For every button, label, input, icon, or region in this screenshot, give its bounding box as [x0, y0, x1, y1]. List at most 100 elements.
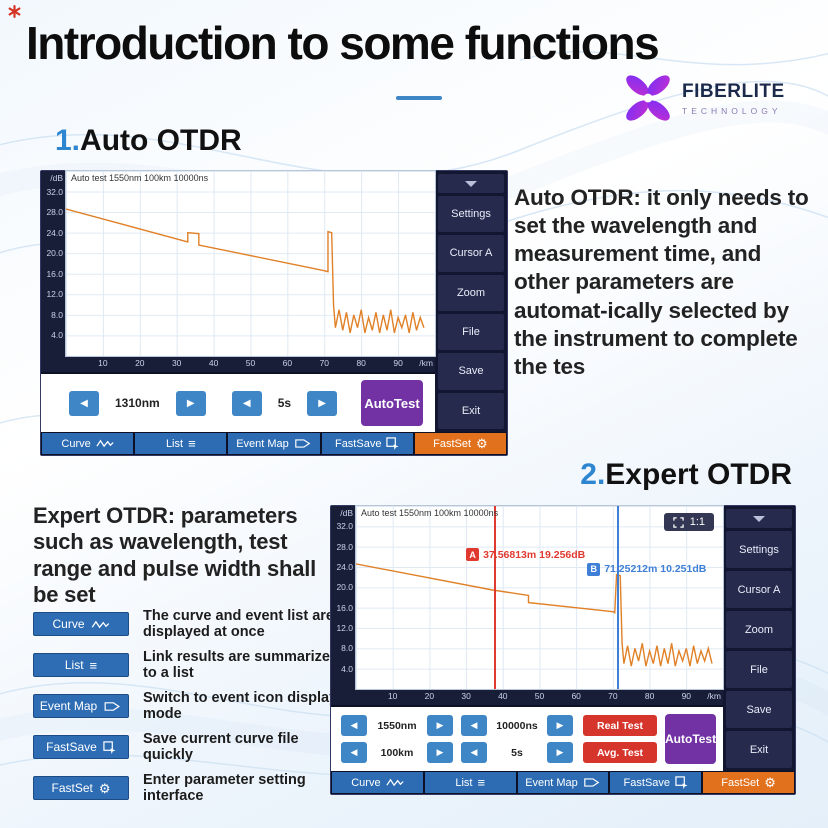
wavelength-prev-button[interactable]: ◀: [69, 390, 99, 416]
x-tick: 50: [534, 691, 545, 701]
x-tick: 80: [644, 691, 655, 701]
tab-label: List: [455, 776, 473, 789]
x-tick: 60: [571, 691, 581, 701]
avg-time-value: 5s: [511, 746, 523, 759]
tab-fastset[interactable]: FastSet ⚙: [703, 772, 794, 793]
menu-cursor-a-button[interactable]: Cursor A: [726, 571, 792, 608]
tab-fastsave[interactable]: FastSave: [321, 433, 413, 454]
menu-zoom-button[interactable]: Zoom: [726, 611, 792, 648]
collapse-menu-button[interactable]: [438, 174, 504, 193]
tab-label: FastSet: [433, 437, 472, 450]
wavelength-prev-button[interactable]: ◀: [341, 715, 367, 736]
tab-curve[interactable]: Curve: [42, 433, 134, 454]
wavelength-next-button[interactable]: ▶: [175, 390, 206, 416]
menu-file-button[interactable]: File: [726, 651, 792, 688]
x-tick: 10: [387, 691, 398, 701]
control-bar: ◀ 1310nm ▶ ◀ 5s ▶ AutoTest: [41, 372, 435, 432]
legend-fastsave-button[interactable]: FastSave: [33, 735, 129, 759]
real-test-button[interactable]: Real Test: [583, 715, 657, 736]
section1-heading: 1.Auto OTDR: [55, 124, 242, 158]
menu-settings-button[interactable]: Settings: [438, 196, 504, 233]
tab-label: Event Map: [525, 776, 578, 789]
legend-row-list: List ≡ Link results are summarized to a …: [33, 645, 351, 685]
range-prev-button[interactable]: ◀: [341, 742, 367, 763]
avg-time-prev-button[interactable]: ◀: [231, 390, 262, 416]
menu-save-button[interactable]: Save: [726, 691, 792, 728]
pulse-prev-button[interactable]: ◀: [461, 715, 487, 736]
tab-bar: Curve List ≡ Event Map FastSave FastSet …: [41, 432, 507, 455]
x-tick: 70: [608, 691, 618, 701]
avg-time-prev-button[interactable]: ◀: [461, 742, 487, 763]
zoom-1to1-button[interactable]: 1:1: [663, 513, 714, 531]
menu-save-button[interactable]: Save: [438, 353, 504, 390]
x-tick: 70: [319, 358, 330, 368]
cursor-b-values: 71.25212m 10.251dB: [604, 563, 707, 576]
curve-icon: [96, 439, 114, 448]
y-tick: 24.0: [336, 561, 353, 572]
side-menu: Settings Cursor A Zoom File Save Exit: [435, 171, 507, 432]
legend-list-button[interactable]: List ≡: [33, 653, 129, 677]
avg-time-next-button[interactable]: ▶: [547, 742, 573, 763]
x-tick: 80: [356, 358, 366, 368]
gear-icon: ⚙: [476, 436, 488, 451]
collapse-menu-button[interactable]: [726, 509, 792, 528]
page-title: Introduction to some functions: [26, 17, 660, 69]
title-dash: [396, 96, 442, 100]
y-tick: 20.0: [336, 582, 353, 593]
menu-exit-button[interactable]: Exit: [726, 731, 792, 768]
cursor-a-line[interactable]: [493, 506, 496, 689]
gear-icon: ⚙: [98, 780, 111, 796]
axis-corner: [331, 689, 356, 705]
y-axis: /dB 32.0 28.0 24.0 20.0 16.0 12.0 8.0 4.…: [41, 171, 66, 356]
pulse-next-button[interactable]: ▶: [547, 715, 573, 736]
menu-settings-button[interactable]: Settings: [726, 531, 792, 568]
legend-event-map-button[interactable]: Event Map: [33, 694, 129, 718]
pulse-value: 10000ns: [496, 719, 538, 732]
avg-test-button[interactable]: Avg. Test: [583, 742, 657, 763]
tab-event-map[interactable]: Event Map: [228, 433, 320, 454]
y-axis-unit: /dB: [50, 173, 63, 183]
tab-list[interactable]: List ≡: [135, 433, 227, 454]
x-axis-unit: /km: [419, 358, 433, 368]
x-axis-unit: /km: [707, 691, 721, 701]
chevron-down-icon: [465, 180, 477, 187]
menu-cursor-a-button[interactable]: Cursor A: [438, 235, 504, 272]
section1-number: 1.: [55, 124, 81, 157]
corner-mark-icon: [8, 5, 21, 18]
autotest-button[interactable]: AutoTest: [361, 380, 423, 426]
legend-curve-button[interactable]: Curve: [33, 612, 129, 636]
range-next-button[interactable]: ▶: [427, 742, 453, 763]
legend-button-label: FastSet: [51, 781, 93, 795]
trace-plot[interactable]: Auto test 1550nm 100km 10000ns A 37.5681…: [355, 505, 724, 690]
avg-time-next-button[interactable]: ▶: [307, 390, 338, 416]
legend-button-label: Curve: [52, 617, 85, 631]
tab-label: List: [165, 437, 184, 450]
y-tick: 8.0: [341, 643, 353, 654]
legend-row-event-map: Event Map Switch to event icon display m…: [33, 686, 351, 726]
y-tick: 32.0: [46, 186, 63, 197]
tab-fastsave[interactable]: FastSave: [610, 772, 702, 793]
brand-logo: FIBERLITE TECHNOLOGY: [622, 72, 785, 124]
menu-file-button[interactable]: File: [438, 313, 504, 351]
list-icon: ≡: [477, 775, 486, 790]
y-tick: 32.0: [336, 521, 353, 532]
section1-title: Auto OTDR: [80, 124, 242, 157]
fiberlite-logo-icon: [626, 75, 670, 121]
tab-label: FastSave: [623, 776, 671, 789]
tab-event-map[interactable]: Event Map: [517, 772, 609, 793]
otdr-screen-expert: /dB 32.0 28.0 24.0 20.0 16.0 12.0 8.0 4.…: [330, 505, 796, 795]
trace-plot[interactable]: Auto test 1550nm 100km 10000ns: [65, 170, 436, 357]
y-tick: 12.0: [46, 289, 63, 300]
menu-zoom-button[interactable]: Zoom: [438, 274, 504, 311]
cursor-b-line[interactable]: [617, 506, 620, 689]
event-map-icon: [104, 701, 121, 711]
wavelength-next-button[interactable]: ▶: [427, 715, 453, 736]
tab-curve[interactable]: Curve: [332, 772, 423, 793]
legend-fastset-button[interactable]: FastSet ⚙: [33, 776, 129, 800]
tab-fastset[interactable]: FastSet ⚙: [414, 433, 507, 454]
tab-list[interactable]: List ≡: [424, 772, 516, 793]
menu-exit-button[interactable]: Exit: [438, 392, 504, 429]
expand-icon: [672, 516, 684, 528]
y-axis-unit: /dB: [340, 508, 353, 518]
autotest-button[interactable]: AutoTest: [665, 714, 717, 764]
